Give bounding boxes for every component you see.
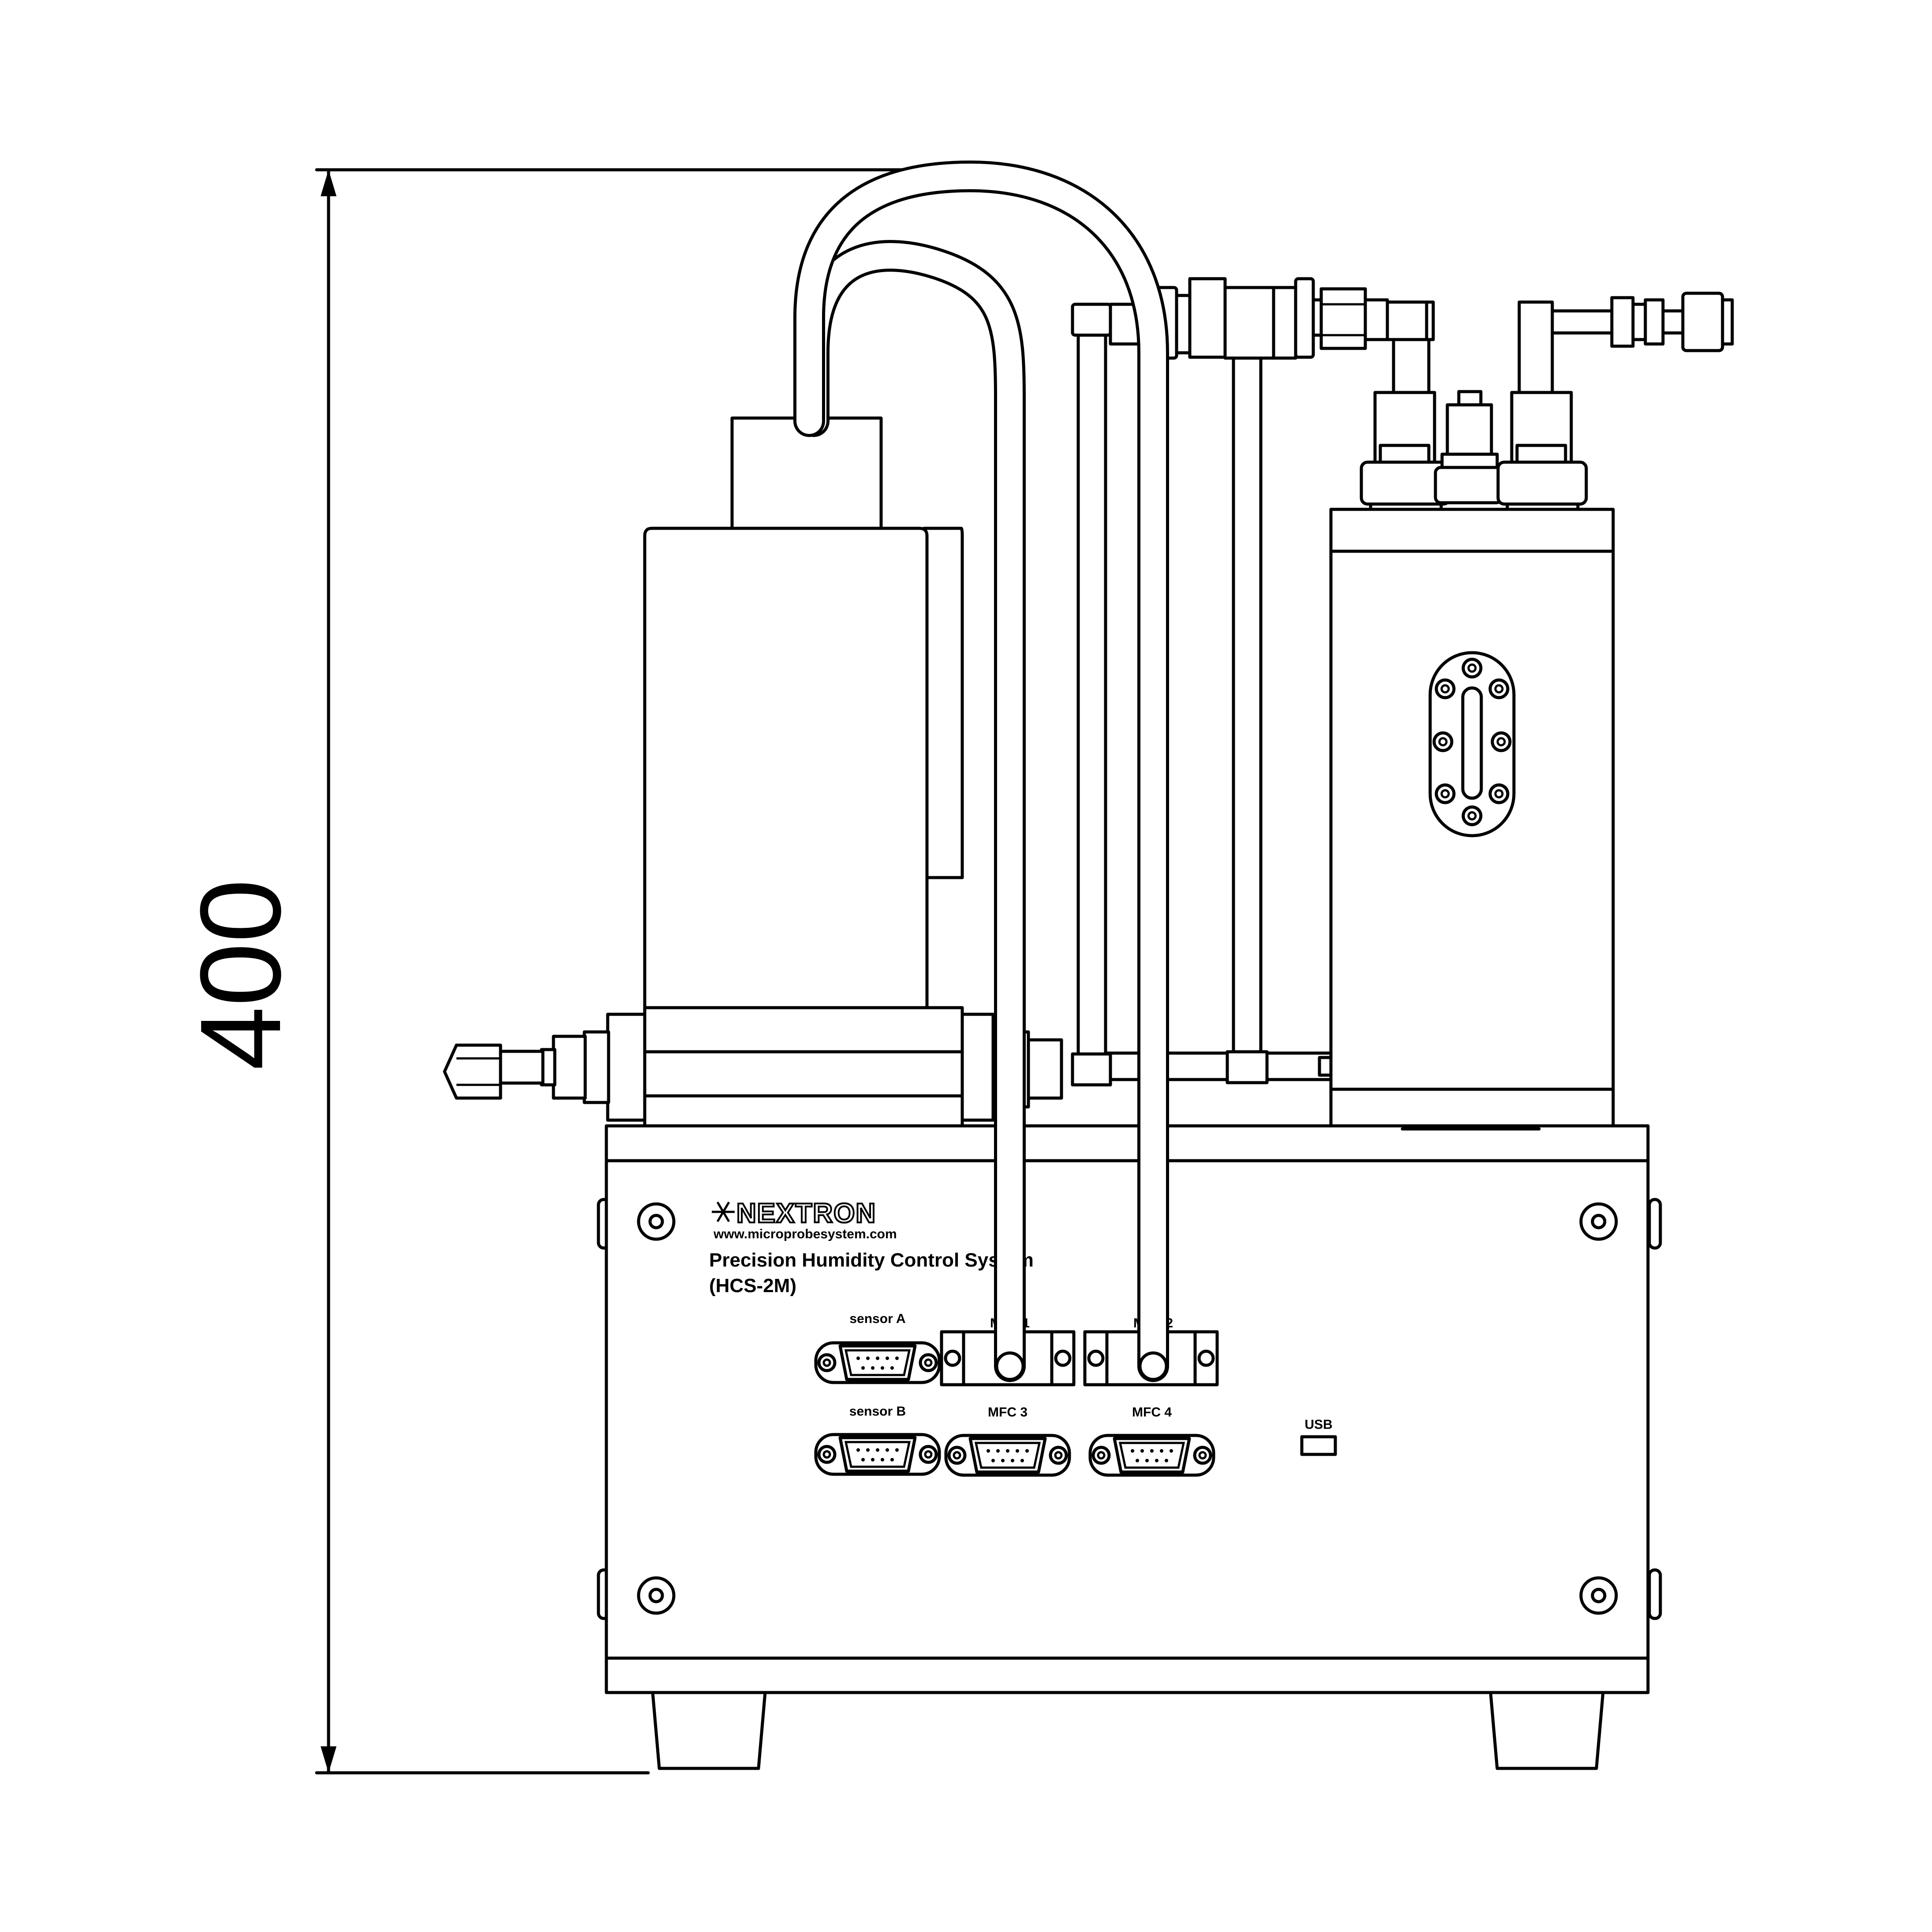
- left-gas-fitting: [443, 1013, 646, 1122]
- product-model: (HCS-2M): [709, 1275, 796, 1297]
- sight-glass-bolts: [1432, 658, 1512, 826]
- sensor-b-connector[interactable]: [814, 1433, 941, 1476]
- mfc2-plug: [1138, 1351, 1168, 1381]
- sensor-b-label: sensor B: [849, 1404, 906, 1419]
- nut-icon: [443, 1043, 502, 1100]
- website-text: www.microprobesystem.com: [713, 1227, 897, 1241]
- screw-bottom-right: [1579, 1576, 1618, 1615]
- snowflake-icon: [712, 1201, 735, 1222]
- mfc4-connector[interactable]: [1088, 1434, 1215, 1477]
- dimension-arrow-bottom-icon: [321, 1746, 336, 1773]
- usb-label: USB: [1304, 1417, 1332, 1432]
- screw-top-right: [1579, 1202, 1618, 1241]
- mfc3-label: MFC 3: [988, 1405, 1028, 1420]
- usb-port[interactable]: [1300, 1435, 1337, 1456]
- sensor-a-label: sensor A: [849, 1312, 905, 1326]
- cable-mfc1: [798, 240, 1026, 1382]
- height-dimension-label: 400: [177, 879, 305, 1070]
- bubbler-top-fittings: [1360, 390, 1588, 511]
- dimension-arrow-top-icon: [321, 170, 336, 196]
- humidifier-vessel: [1329, 508, 1615, 1128]
- top-valve-assembly: [1109, 277, 1734, 399]
- brand-name: NEXTRON: [736, 1198, 876, 1229]
- mfc4-label: MFC 4: [1132, 1405, 1172, 1420]
- mfc3-connector[interactable]: [944, 1434, 1071, 1477]
- manifold-pipe: [1071, 303, 1337, 1087]
- cable-mfc2: [793, 160, 1169, 1382]
- base-cabinet: [597, 1124, 1662, 1770]
- nextron-logo: NEXTRON: [712, 1197, 876, 1229]
- height-dimension: 400: [177, 168, 981, 1775]
- screw-top-left: [637, 1202, 676, 1241]
- mass-flow-controller: [643, 416, 964, 1128]
- foot-right: [1489, 1691, 1605, 1770]
- screw-bottom-left: [637, 1576, 676, 1615]
- sensor-a-connector[interactable]: [814, 1341, 941, 1384]
- mfc1-plug: [995, 1351, 1025, 1381]
- foot-left: [651, 1691, 767, 1770]
- product-title: Precision Humidity Control System: [709, 1249, 1034, 1271]
- sight-glass-window: [1428, 651, 1516, 837]
